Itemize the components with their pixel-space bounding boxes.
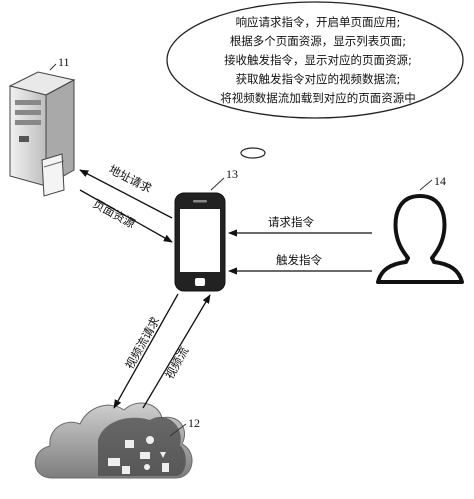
server-icon xyxy=(8,71,76,197)
label-video-stream-request: 视频流请求 xyxy=(122,314,162,372)
phone-icon xyxy=(174,192,226,292)
user-icon xyxy=(376,194,464,284)
server-number: 11 xyxy=(58,55,70,69)
label-trigger-instruction: 触发指令 xyxy=(276,253,322,267)
label-page-resource: 页面资源 xyxy=(91,196,138,231)
arrow-video-stream-request xyxy=(113,293,179,409)
cloud-icon xyxy=(34,402,193,479)
arrow-video-stream xyxy=(142,294,211,409)
user-number: 14 xyxy=(434,174,446,188)
phone-number: 13 xyxy=(226,167,238,181)
label-video-stream: 视频流 xyxy=(162,344,191,381)
bubble-line-3: 接收触发指令，显示对应的页面资源; xyxy=(224,53,412,67)
bubble-line-2: 根据多个页面资源，显示列表页面; xyxy=(230,34,406,48)
thought-bubble: 响应请求指令，开启单页面应用; 根据多个页面资源，显示列表页面; 接收触发指令，… xyxy=(166,1,464,159)
bubble-line-1: 响应请求指令，开启单页面应用; xyxy=(236,15,401,29)
arrow-address-request xyxy=(79,169,173,219)
bubble-line-4: 获取触发指令对应的视频数据流; xyxy=(236,72,401,86)
cloud-number: 12 xyxy=(188,416,200,430)
arrow-page-resource xyxy=(79,189,173,243)
bubble-line-5: 将视频数据流加载到对应的页面资源中 xyxy=(220,91,416,105)
label-address-request: 地址请求 xyxy=(107,162,155,196)
label-request-instruction: 请求指令 xyxy=(268,215,314,229)
